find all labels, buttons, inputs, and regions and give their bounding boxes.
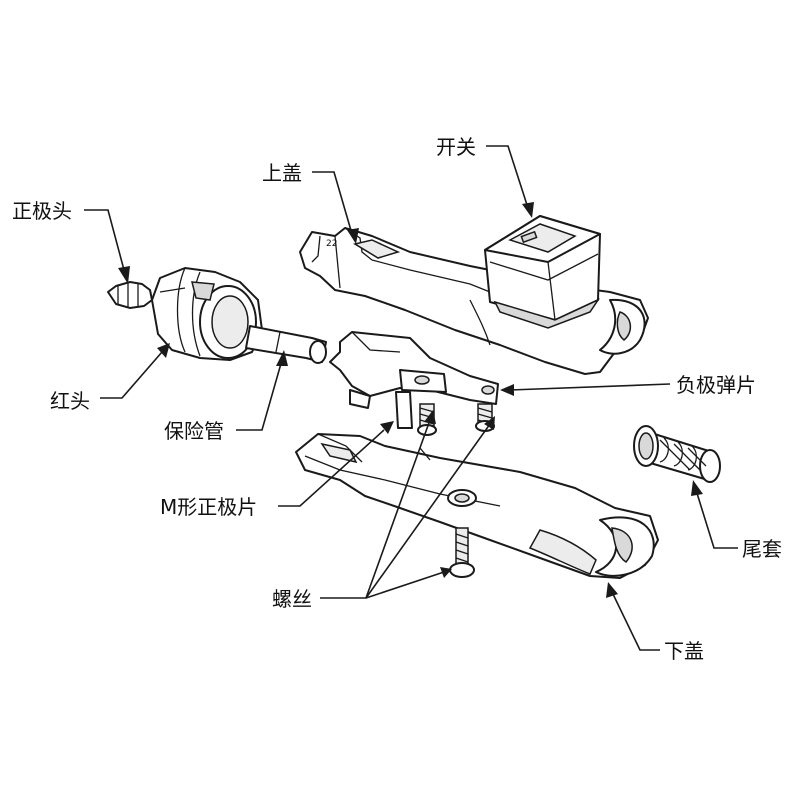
positive-tip-part — [107, 281, 153, 309]
label-switch: 开关 — [436, 135, 476, 159]
label-m-positive-plate: M形正极片 — [160, 495, 257, 519]
label-negative-spring-plate: 负极弹片 — [676, 373, 756, 397]
negative-spring-plate-part — [329, 331, 499, 429]
upper-cover-part: 22 — [299, 227, 649, 375]
red-head-part — [151, 267, 263, 361]
fuse-tube-part — [245, 325, 327, 364]
switch-part — [484, 215, 601, 329]
label-lower-cover: 下盖 — [664, 639, 704, 663]
label-fuse-tube: 保险管 — [164, 419, 224, 443]
svg-text:22: 22 — [326, 239, 337, 249]
label-positive-tip: 正极头 — [12, 199, 72, 223]
label-red-head: 红头 — [50, 389, 90, 413]
screw-part — [449, 527, 475, 578]
label-tail-sleeve: 尾套 — [742, 537, 782, 561]
lower-cover-part — [295, 433, 659, 579]
label-screw: 螺丝 — [272, 587, 312, 611]
tail-sleeve-part — [633, 425, 721, 483]
label-upper-cover: 上盖 — [262, 161, 302, 185]
leader-lines — [84, 145, 738, 651]
